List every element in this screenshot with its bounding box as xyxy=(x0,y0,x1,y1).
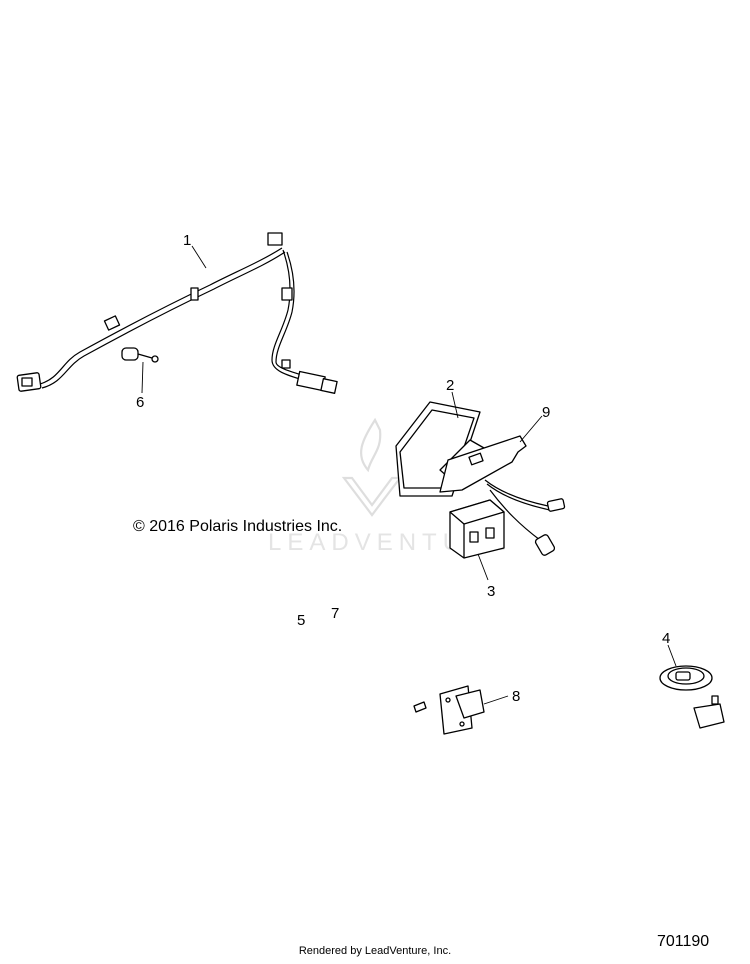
callout-8[interactable]: 8 xyxy=(512,688,520,705)
callout-5[interactable]: 5 xyxy=(297,612,305,629)
wiring-harness-part-1[interactable] xyxy=(16,232,338,394)
control-module-part-3[interactable] xyxy=(449,499,505,559)
callout-2[interactable]: 2 xyxy=(446,377,454,394)
footer-credit: Rendered by LeadVenture, Inc. xyxy=(298,945,452,957)
callout-3[interactable]: 3 xyxy=(487,583,495,600)
sensor-part-6[interactable] xyxy=(121,347,159,363)
diagram-id: 701190 xyxy=(657,933,710,950)
mounting-bracket-part-8[interactable] xyxy=(413,685,485,735)
copyright-notice: © 2016 Polaris Industries Inc. xyxy=(133,518,343,535)
callout-1[interactable]: 1 xyxy=(183,232,191,249)
callout-9[interactable]: 9 xyxy=(542,404,550,421)
callout-7[interactable]: 7 xyxy=(331,605,339,622)
bracket-cable-part-9[interactable] xyxy=(439,435,566,556)
leader-lines xyxy=(141,245,677,705)
callout-6[interactable]: 6 xyxy=(136,394,144,411)
switch-part-4[interactable] xyxy=(659,665,725,729)
callout-4[interactable]: 4 xyxy=(662,630,670,647)
